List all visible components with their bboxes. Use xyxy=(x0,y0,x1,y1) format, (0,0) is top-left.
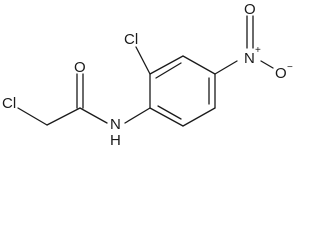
charge-n-nitro: + xyxy=(255,45,261,56)
atom-o-nitro-top: O xyxy=(244,1,256,18)
bond-ring-no2 xyxy=(214,60,238,75)
ring-bond-5 xyxy=(182,107,216,127)
ring-double-3 xyxy=(157,105,182,120)
ring-bond-3 xyxy=(182,55,216,75)
bond-ch2-carbonyl xyxy=(46,107,81,126)
atom-o-carbonyl: O xyxy=(74,59,86,76)
structure-diagram: Cl O N H Cl N + O O − xyxy=(2,1,293,149)
atom-cl-left: Cl xyxy=(2,95,16,112)
atom-o-nitro-right: O xyxy=(275,65,287,82)
charge-o-nitro-right: − xyxy=(287,62,293,73)
bond-n-ring xyxy=(124,107,151,124)
atom-n-amide: N xyxy=(110,116,121,133)
atom-cl-ring: Cl xyxy=(124,31,138,48)
ring-double-1 xyxy=(155,62,182,79)
molecule-svg: Cl O N H Cl N + O O − xyxy=(2,1,293,149)
atom-n-nitro: N xyxy=(244,50,255,67)
ring-bond-2 xyxy=(149,55,184,75)
bond-cl-ch2 xyxy=(17,107,48,126)
bond-ring-cl xyxy=(135,46,151,75)
bond-carbonyl-n xyxy=(79,107,108,124)
atom-h-amide: H xyxy=(110,132,121,149)
bond-n-o-right xyxy=(260,60,274,69)
ring-bond-6 xyxy=(149,107,184,127)
